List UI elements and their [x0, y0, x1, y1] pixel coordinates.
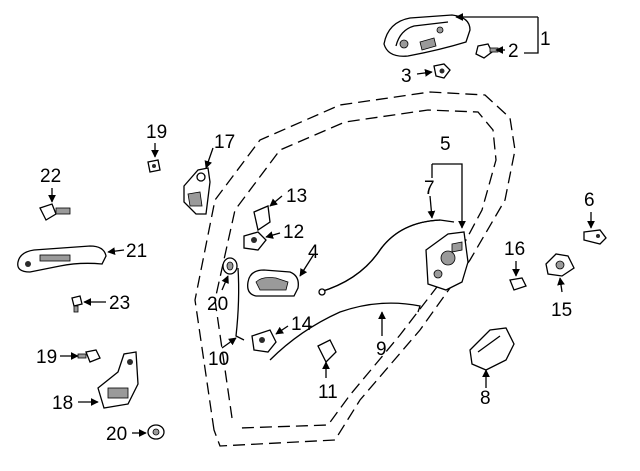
callout-13: 13	[286, 186, 307, 207]
callout-19-top: 19	[146, 122, 167, 143]
callout-16: 16	[504, 239, 525, 260]
bolt-part-6	[583, 229, 607, 245]
part-13	[253, 205, 271, 232]
screw-part-16	[509, 277, 527, 291]
callout-14: 14	[291, 314, 313, 335]
outside-handle-part	[383, 14, 471, 57]
callout-15: 15	[551, 300, 572, 321]
callout-20-mid: 20	[207, 294, 228, 315]
part-15	[545, 253, 575, 277]
callout-1: 1	[540, 29, 551, 50]
callout-8: 8	[480, 388, 491, 409]
callout-18: 18	[52, 393, 73, 414]
bracket-part-17	[183, 167, 211, 215]
cable-part-7	[318, 219, 455, 296]
callout-23: 23	[109, 293, 130, 314]
part-12	[243, 231, 267, 251]
cover-part-8	[469, 327, 515, 371]
rod-part-9	[269, 302, 421, 361]
callout-2: 2	[508, 41, 519, 62]
callout-5: 5	[440, 134, 451, 155]
callout-3: 3	[401, 66, 412, 87]
callout-20-bottom: 20	[106, 424, 127, 445]
callout-10: 10	[208, 349, 229, 370]
callout-11: 11	[318, 382, 338, 403]
handle-screw-part	[475, 43, 499, 59]
callout-19-bottom: 19	[36, 347, 57, 368]
hinge-part-18	[97, 351, 139, 409]
rod-part-10	[235, 267, 245, 341]
callout-22: 22	[40, 166, 61, 187]
bolt-part-19-bottom	[77, 349, 101, 363]
bolt-part-22	[39, 203, 71, 221]
bolt-part-3	[433, 63, 451, 79]
part-11	[317, 339, 337, 364]
part-14	[251, 329, 277, 353]
callout-21: 21	[126, 241, 147, 262]
door-lock-assembly-part-5	[425, 231, 469, 291]
callout-12: 12	[283, 222, 304, 243]
inside-handle-frame-part-21	[17, 245, 107, 273]
screw-part-23	[71, 295, 83, 313]
callout-17: 17	[214, 132, 235, 153]
callout-6: 6	[584, 190, 595, 211]
clip-part-20-bottom	[147, 424, 165, 440]
callout-7: 7	[424, 178, 435, 199]
callout-9: 9	[376, 339, 387, 360]
door-outline	[194, 91, 516, 447]
clip-part-20-mid	[222, 257, 238, 275]
bolt-part-19-top	[147, 159, 161, 173]
callout-4: 4	[308, 242, 319, 263]
inside-handle-part-4	[247, 269, 299, 297]
